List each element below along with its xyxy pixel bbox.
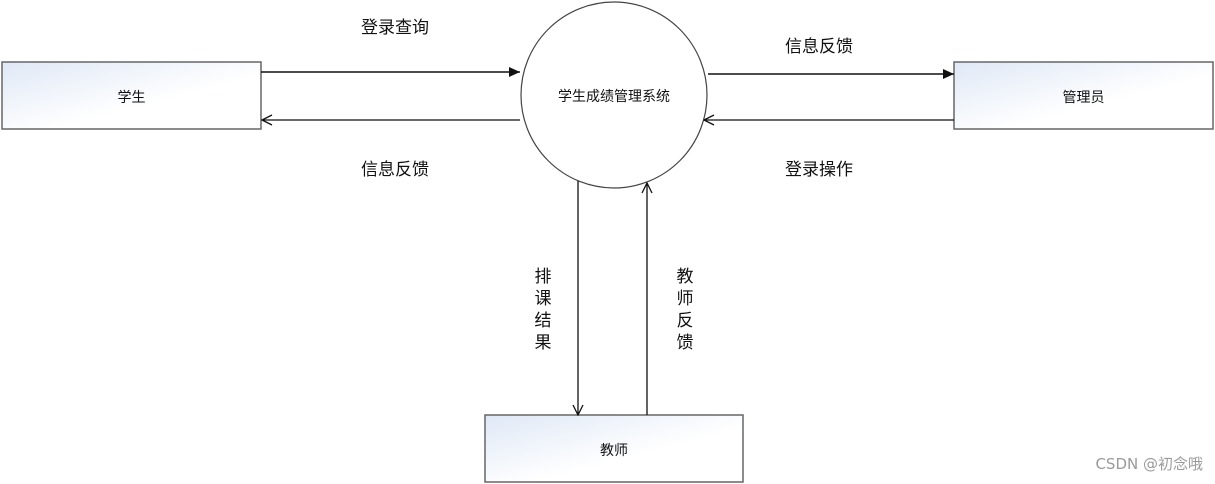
student-entity-box: [1, 61, 262, 130]
admin-entity-box: [953, 61, 1214, 130]
teacher-label: 教师: [600, 443, 628, 459]
system-process-circle: [520, 1, 708, 189]
flow-label-teacher-feedback: 教师反馈: [676, 267, 694, 353]
teacher-entity-box: [484, 414, 744, 483]
flow-label-login-query: 登录查询: [361, 18, 429, 38]
student-label: 学生: [117, 90, 146, 106]
flow-label-login-operation: 登录操作: [785, 160, 853, 180]
flow-label-feedback-student: 信息反馈: [361, 160, 429, 180]
watermark: CSDN @初念哦: [1095, 455, 1203, 473]
flow-label-schedule-result: 排课结果: [534, 267, 552, 353]
process-label: 学生成绩管理系统: [558, 89, 670, 105]
flow-label-feedback-admin: 信息反馈: [785, 37, 853, 57]
admin-label: 管理员: [1062, 90, 1105, 106]
